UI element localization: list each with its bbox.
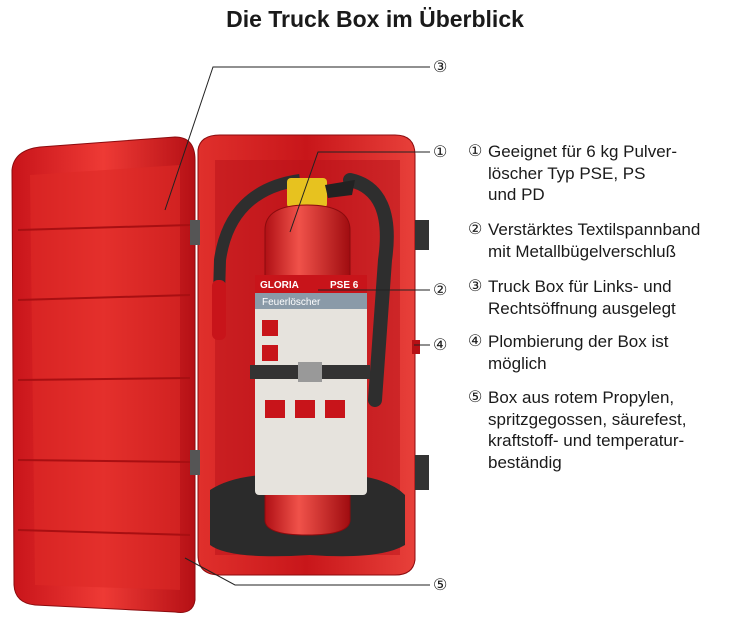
page-title: Die Truck Box im Überblick (226, 6, 524, 32)
feature-5: ⑤ Box aus rotem Propylen,spritzgegossen,… (468, 388, 687, 472)
extinguisher-brand: GLORIA (260, 280, 299, 291)
extinguisher-type: Feuerlöscher (262, 297, 321, 308)
callout-2: ② (433, 282, 448, 299)
callout-4: ④ (433, 337, 448, 354)
feature-1: ① Geeignet für 6 kg Pulver-löscher Typ P… (468, 142, 677, 204)
callout-3: ③ (433, 59, 448, 76)
fire-extinguisher: GLORIA PSE 6 Feuerlöscher (250, 178, 370, 536)
hose-nozzle (212, 174, 301, 331)
box-lid (11, 136, 196, 613)
leader-lines (164, 66, 430, 586)
extinguisher-model: PSE 6 (330, 280, 359, 291)
callout-5: ⑤ (433, 577, 448, 594)
callout-1: ① (433, 144, 448, 161)
hose (343, 173, 394, 407)
